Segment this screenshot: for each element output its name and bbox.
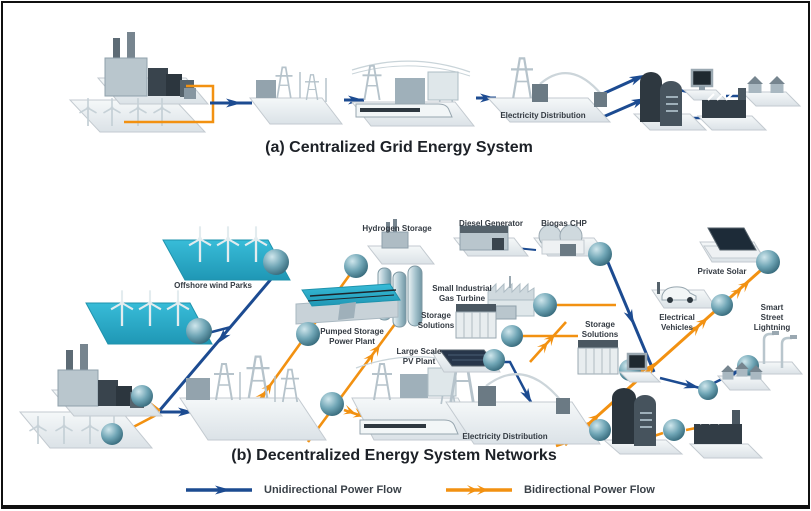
city-b-icon xyxy=(589,388,685,455)
battery-storage-left-icon xyxy=(455,304,523,347)
unidirectional-arrow-icon xyxy=(186,485,252,495)
transformer-sphere xyxy=(483,349,505,371)
label-private-solar: Private Solar xyxy=(697,267,747,276)
title-centralized: (a) Centralized Grid Energy System xyxy=(265,139,533,156)
label-biogas-chp: Biogas CHP xyxy=(541,219,587,228)
title-decentralized: (b) Decentralized Energy System Networks xyxy=(231,447,557,464)
houses-b-icon xyxy=(698,362,772,400)
label-electricity-distribution-b: Electricity Distribution xyxy=(462,432,548,441)
smart-meter-a-icon xyxy=(682,68,728,101)
label-smart-street-lightning: Smart Street Lightning xyxy=(753,303,791,332)
transformer-sphere xyxy=(131,385,153,407)
label-storage-solutions-right: Storage Solutions xyxy=(581,320,619,339)
transformer-sphere xyxy=(501,325,523,347)
transformer-sphere xyxy=(698,380,718,400)
power-plant-a-icon xyxy=(68,32,215,133)
legend-bidirectional-label: Bidirectional Power Flow xyxy=(524,484,655,496)
legend-bidirectional: Bidirectional Power Flow xyxy=(445,483,655,497)
transformer-sphere xyxy=(663,419,685,441)
diesel-generator-icon xyxy=(452,225,530,257)
label-storage-solutions-left: Storage Solutions xyxy=(417,311,455,330)
transformer-sphere xyxy=(263,249,289,275)
label-electricity-distribution-a: Electricity Distribution xyxy=(500,111,586,120)
transformer-sphere xyxy=(101,423,123,445)
city-a-icon xyxy=(632,72,708,131)
section-centralized xyxy=(68,32,802,133)
transformer-sphere xyxy=(320,392,344,416)
label-diesel-generator: Diesel Generator xyxy=(458,219,524,228)
large-pv-plant-icon xyxy=(431,349,505,373)
label-large-pv-plant: Large Scale PV Plant xyxy=(396,347,442,366)
transformer-sphere xyxy=(756,250,780,274)
biogas-chp-icon xyxy=(532,224,612,266)
transformer-sphere xyxy=(589,419,611,441)
label-pumped-storage: Pumped Storage Power Plant xyxy=(320,327,384,346)
label-offshore-wind-parks: Offshore wind Parks xyxy=(174,281,252,290)
electricity-distribution-b-icon xyxy=(445,350,601,445)
electric-vehicle-icon xyxy=(651,282,733,316)
label-gas-turbine: Small Industrial Gas Turbine xyxy=(432,284,492,303)
transformer-sphere xyxy=(186,318,212,344)
legend-unidirectional: Unidirectional Power Flow xyxy=(185,483,402,497)
legend-unidirectional-label: Unidirectional Power Flow xyxy=(264,484,402,496)
private-solar-icon xyxy=(699,227,780,274)
transformer-sphere xyxy=(344,254,368,278)
smart-meter-b-icon xyxy=(618,352,662,383)
transformer-sphere xyxy=(533,293,557,317)
electricity-distribution-a-icon xyxy=(486,57,612,123)
pumped-storage-icon xyxy=(295,283,401,346)
transmission-substation-a-icon xyxy=(248,66,344,125)
transformer-sphere xyxy=(711,294,733,316)
section-decentralized xyxy=(18,219,804,459)
bidirectional-arrow-icon xyxy=(446,485,512,495)
gas-turbine-icon xyxy=(487,276,557,320)
offshore-wind-park-icon xyxy=(85,225,291,345)
transformer-sphere xyxy=(296,322,320,346)
factory-a-icon xyxy=(696,88,768,131)
label-electrical-vehicles: Electrical Vehicles xyxy=(659,313,695,332)
transmission-rail-a-icon xyxy=(350,60,476,127)
transformer-sphere xyxy=(588,242,612,266)
power-plant-b-icon xyxy=(18,344,164,449)
transmission-substation-b-icon xyxy=(179,355,344,441)
factory-b-icon xyxy=(688,410,764,459)
label-hydrogen-storage: Hydrogen Storage xyxy=(362,224,432,233)
houses-a-icon xyxy=(740,76,802,107)
transmission-rail-b-icon xyxy=(351,356,481,441)
